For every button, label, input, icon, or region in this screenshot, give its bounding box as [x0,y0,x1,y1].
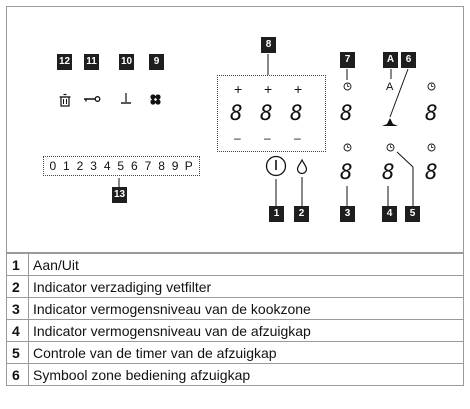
legend-row: 1 Aan/Uit [6,253,464,276]
legend-row: 4 Indicator vermogensniveau van de afzui… [6,319,464,342]
power-slider[interactable] [43,156,200,176]
callout-badge-6: 6 [401,52,416,68]
callout-badge-9: 9 [149,54,164,70]
callout-badge-10: 10 [119,54,134,70]
cooking-zone-power-display: 8 [340,160,353,184]
legend-number: 6 [6,363,29,386]
legend-row: 6 Symbool zone bediening afzuigkap [6,363,464,386]
zone1-minus-button[interactable]: – [234,131,241,145]
legend-number: 3 [6,297,29,320]
power-button-icon[interactable] [265,155,287,177]
zone2-plus-button[interactable]: + [264,81,273,97]
ground-symbol-icon [121,93,131,104]
callout-badge-1: 1 [269,206,284,222]
slider-level[interactable]: 0 [49,159,57,173]
legend-text: Aan/Uit [28,253,464,276]
legend-row: 3 Indicator vermogensniveau van de kookz… [6,297,464,320]
slider-levels: 0 1 2 3 4 5 6 7 8 9 P [46,159,196,173]
grease-filter-drop-icon [296,159,308,174]
legend-table: 1 Aan/Uit 2 Indicator verzadiging vetfil… [6,253,464,386]
callout-badge-5: 5 [405,206,420,222]
callout-badge-7: 7 [340,52,355,68]
fan-icon [150,94,161,105]
timer-icon [386,143,395,152]
timer-digit-display: 8 [340,101,353,125]
hood-timer-digit-display: 8 [425,101,438,125]
zone3-minus-button[interactable]: – [294,131,301,145]
callout-badge-3: 3 [340,206,355,222]
hood-zone-symbol-icon [382,118,398,126]
callout-badge-11: 11 [84,54,99,70]
slider-level[interactable]: 3 [90,159,97,173]
legend-row: 5 Controle van de timer van de afzuigkap [6,341,464,364]
slider-level[interactable]: P [184,159,193,173]
legend-number: 1 [6,253,29,276]
callout-badge-A: A [383,52,398,68]
legend-row: 2 Indicator verzadiging vetfilter [6,275,464,298]
hood-timer-control-display: 8 [425,160,438,184]
legend-text: Controle van de timer van de afzuigkap [28,341,464,364]
callout-badge-12: 12 [57,54,72,70]
slider-level[interactable]: 1 [63,159,70,173]
auto-mode-label[interactable]: A [386,81,394,93]
zone1-digit-display: 8 [230,101,243,125]
callout-badge-8: 8 [261,37,276,53]
legend-text: Symbool zone bediening afzuigkap [28,363,464,386]
zone2-digit-display: 8 [260,101,273,125]
legend-number: 5 [6,341,29,364]
key-lock-icon [84,96,101,102]
control-panel-diagram: 12 11 10 9 8 + + + 8 8 8 – – – 7 [6,6,464,253]
legend-text: Indicator vermogensniveau van de kookzon… [28,297,464,320]
hood-power-display: 8 [382,160,395,184]
callout-badge-4: 4 [382,206,397,222]
slider-level[interactable]: 4 [103,159,111,173]
zone-displays-group [217,75,326,152]
timer-icon [427,143,436,152]
slider-level[interactable]: 5 [117,159,125,173]
slider-level[interactable]: 8 [158,159,165,173]
slider-level[interactable]: 9 [171,159,179,173]
slider-level[interactable]: 6 [131,159,138,173]
timer-icon [343,143,352,152]
slider-level[interactable]: 7 [144,159,152,173]
callout-lines [118,54,414,206]
timer-icon [427,82,436,91]
legend-text: Indicator verzadiging vetfilter [28,275,464,298]
trash-bin-icon [59,93,71,107]
zone2-minus-button[interactable]: – [264,131,271,145]
legend-text: Indicator vermogensniveau van de afzuigk… [28,319,464,342]
timer-icon [343,82,352,91]
zone3-plus-button[interactable]: + [294,81,303,97]
slider-level[interactable]: 2 [76,159,84,173]
legend-number: 2 [6,275,29,298]
callout-badge-2: 2 [294,206,309,222]
legend-number: 4 [6,319,29,342]
callout-badge-13: 13 [112,187,127,203]
zone1-plus-button[interactable]: + [234,81,243,97]
zone3-digit-display: 8 [290,101,303,125]
